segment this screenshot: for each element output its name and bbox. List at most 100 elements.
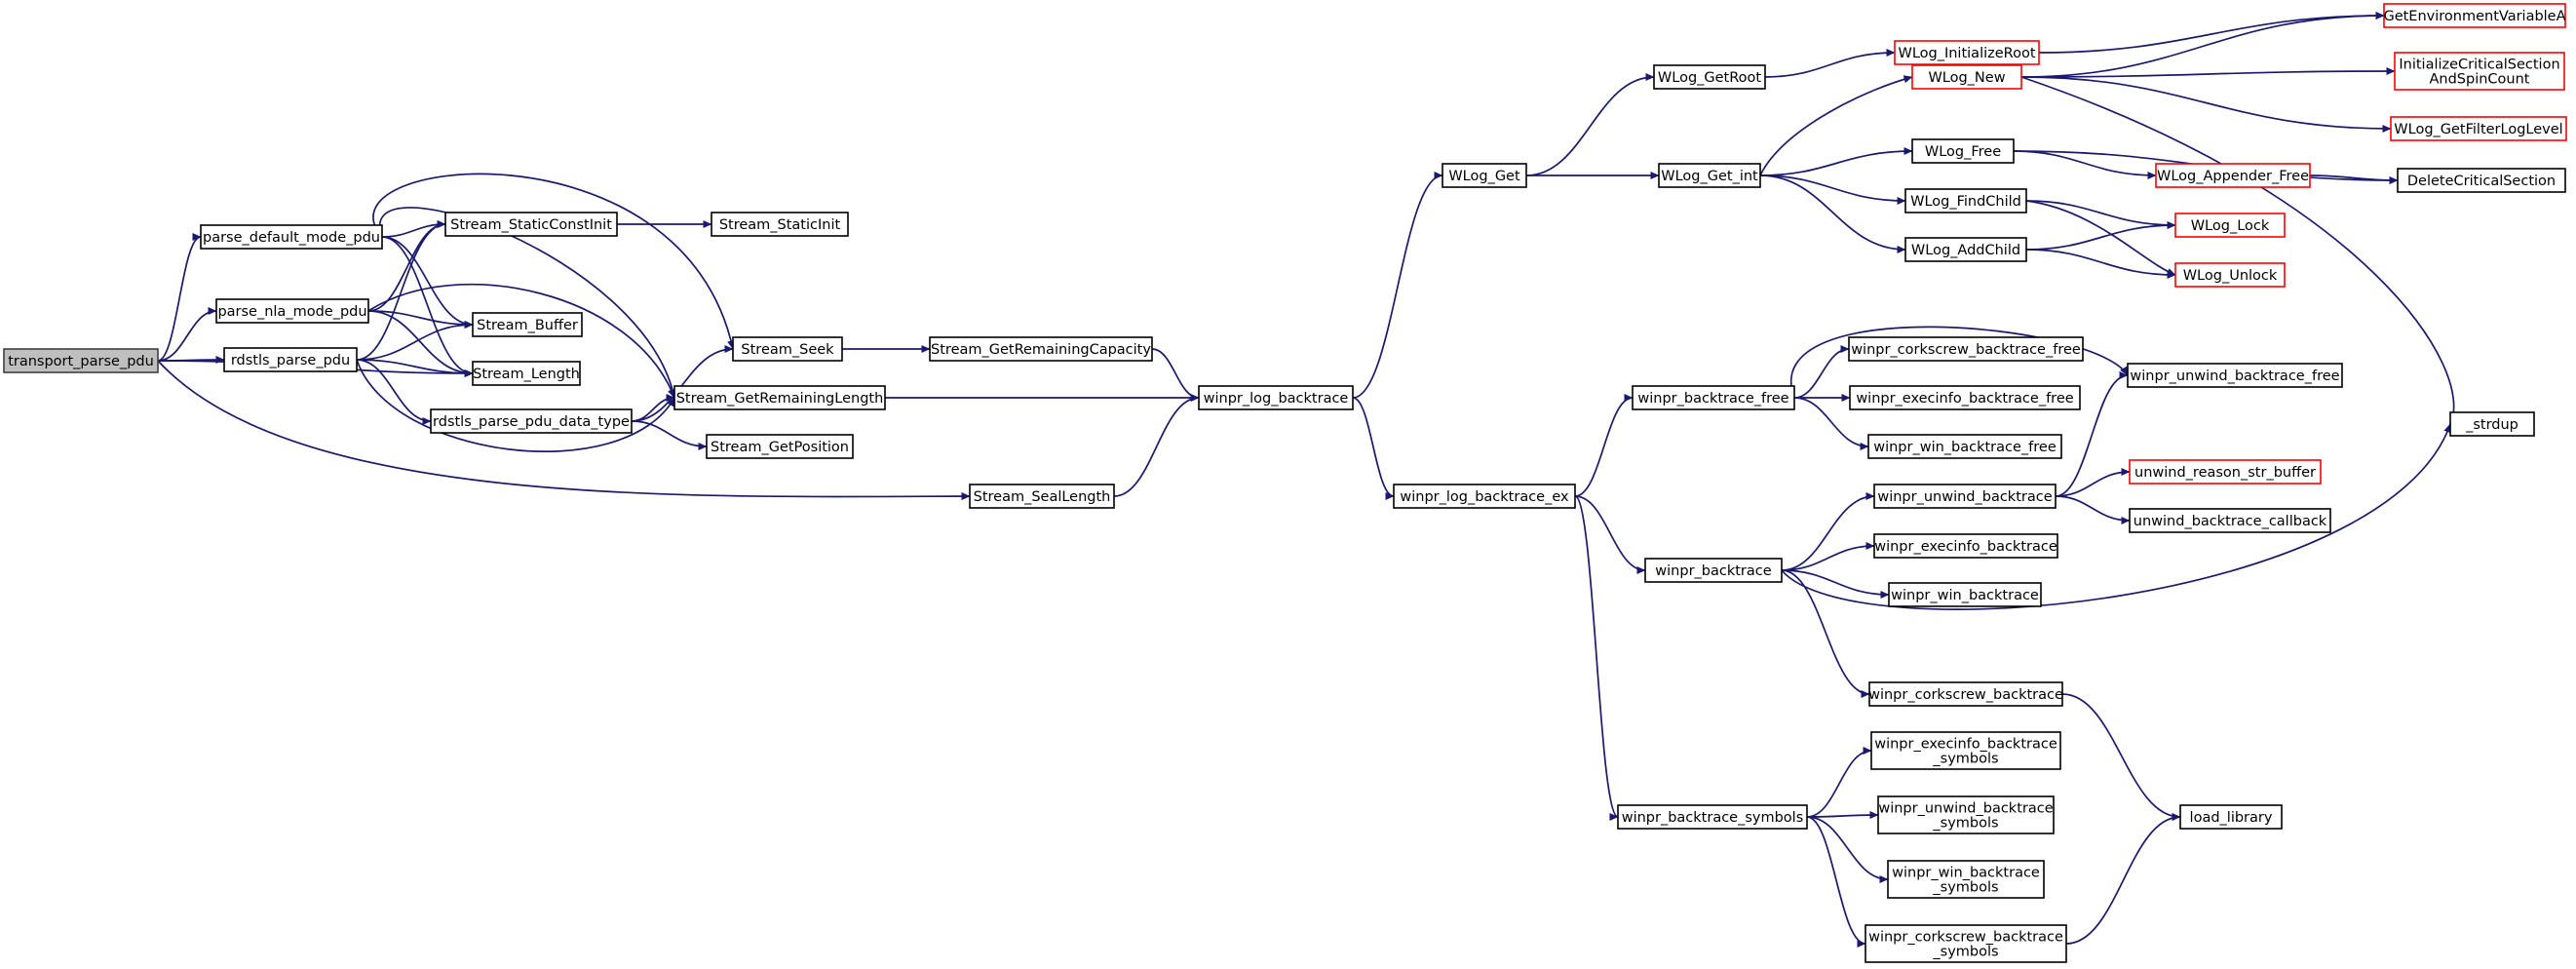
node-winpr-unwind-backtrace-symbols[interactable]: winpr_unwind_backtrace_symbols <box>1877 795 2055 834</box>
node-transport-parse-pdu[interactable]: transport_parse_pdu <box>3 348 159 373</box>
node-box-unwind-reason-str-buffer[interactable] <box>2129 459 2322 484</box>
node-box-stream-get-remaining-length[interactable] <box>673 385 886 410</box>
node-box-winpr-unwind-backtrace[interactable] <box>1873 484 2057 509</box>
node-box-get-environment-variable-a[interactable] <box>2383 3 2566 28</box>
node-wlog-get-root[interactable]: WLog_GetRoot <box>1653 64 1766 90</box>
node-box-winpr-unwind-backtrace-symbols[interactable] <box>1877 795 2055 834</box>
node-load-library[interactable]: load_library <box>2179 804 2283 830</box>
node-stream-length[interactable]: Stream_Length <box>472 361 581 386</box>
node-box-rdstls-parse-pdu[interactable] <box>223 347 358 372</box>
node-box-winpr-win-backtrace[interactable] <box>1888 582 2042 607</box>
node-winpr-backtrace[interactable]: winpr_backtrace <box>1644 558 1783 583</box>
node-box-winpr-corkscrew-backtrace-symbols[interactable] <box>1865 924 2067 963</box>
node-winpr-corkscrew-backtrace-free[interactable]: winpr_corkscrew_backtrace_free <box>1848 336 2084 362</box>
node-box-load-library[interactable] <box>2179 804 2283 830</box>
node-wlog-appender-free[interactable]: WLog_Appender_Free <box>2155 163 2311 188</box>
node-delete-critical-section[interactable]: DeleteCriticalSection <box>2397 168 2566 193</box>
node-box-wlog-get-filter-log-level[interactable] <box>2390 116 2567 141</box>
node-box-wlog-get-int[interactable] <box>1658 163 1761 188</box>
node-stream-get-remaining-length[interactable]: Stream_GetRemainingLength <box>673 385 886 410</box>
node-box-rdstls-parse-pdu-data-type[interactable] <box>430 408 633 434</box>
node-winpr-win-backtrace[interactable]: winpr_win_backtrace <box>1888 582 2042 607</box>
node-box-wlog-unlock[interactable] <box>2174 262 2286 288</box>
node-box-winpr-backtrace-symbols[interactable] <box>1617 804 1808 830</box>
node-box-stream-get-remaining-capacity[interactable] <box>929 336 1153 362</box>
node-box-wlog-get[interactable] <box>1442 163 1527 188</box>
node-stream-get-remaining-capacity[interactable]: Stream_GetRemainingCapacity <box>929 336 1153 362</box>
node-stream-seek[interactable]: Stream_Seek <box>732 336 843 362</box>
node-box-delete-critical-section[interactable] <box>2397 168 2566 193</box>
node-stream-seal-length[interactable]: Stream_SealLength <box>969 484 1115 509</box>
node-get-environment-variable-a[interactable]: GetEnvironmentVariableA <box>2383 3 2566 28</box>
node-box-winpr-backtrace[interactable] <box>1644 558 1783 583</box>
node-box-winpr-log-backtrace-ex[interactable] <box>1393 484 1576 509</box>
node-stream-static-init[interactable]: Stream_StaticInit <box>711 212 849 237</box>
node-box-winpr-backtrace-free[interactable] <box>1632 385 1795 410</box>
node-winpr-log-backtrace-ex[interactable]: winpr_log_backtrace_ex <box>1393 484 1576 509</box>
node-box-wlog-free[interactable] <box>1911 138 2015 164</box>
node-box-winpr-execinfo-backtrace-free[interactable] <box>1849 385 2081 410</box>
node-box-winpr-unwind-backtrace-free[interactable] <box>2127 363 2343 388</box>
node-parse-default-mode-pdu[interactable]: parse_default_mode_pdu <box>200 224 383 250</box>
node-rdstls-parse-pdu[interactable]: rdstls_parse_pdu <box>223 347 358 372</box>
node-box-wlog-lock[interactable] <box>2174 213 2286 238</box>
node-rdstls-parse-pdu-data-type[interactable]: rdstls_parse_pdu_data_type <box>430 408 633 434</box>
node-unwind-reason-str-buffer[interactable]: unwind_reason_str_buffer <box>2129 459 2322 484</box>
node-winpr-unwind-backtrace[interactable]: winpr_unwind_backtrace <box>1873 484 2057 509</box>
node-box-stream-length[interactable] <box>472 361 581 386</box>
node-box-wlog-add-child[interactable] <box>1904 237 2027 262</box>
node-wlog-get-filter-log-level[interactable]: WLog_GetFilterLogLevel <box>2390 116 2567 141</box>
node-box-winpr-corkscrew-backtrace[interactable] <box>1868 681 2063 707</box>
node-box-stream-seek[interactable] <box>732 336 843 362</box>
node-winpr-backtrace-free[interactable]: winpr_backtrace_free <box>1632 385 1795 410</box>
node-box-wlog-appender-free[interactable] <box>2155 163 2311 188</box>
node-wlog-add-child[interactable]: WLog_AddChild <box>1904 237 2027 262</box>
node-box-parse-nla-mode-pdu[interactable] <box>215 298 369 324</box>
node-wlog-find-child[interactable]: WLog_FindChild <box>1904 188 2027 213</box>
node-wlog-initialize-root[interactable]: WLog_InitializeRoot <box>1894 40 2040 65</box>
node-winpr-execinfo-backtrace-symbols[interactable]: winpr_execinfo_backtrace_symbols <box>1870 731 2061 770</box>
node-box-winpr-win-backtrace-free[interactable] <box>1867 434 2062 459</box>
node-box-winpr-corkscrew-backtrace-free[interactable] <box>1848 336 2084 362</box>
node-box-strdup[interactable] <box>2449 411 2535 437</box>
node-box-stream-buffer[interactable] <box>472 312 583 337</box>
node-box-wlog-initialize-root[interactable] <box>1894 40 2040 65</box>
node-box-transport-parse-pdu[interactable] <box>3 348 159 373</box>
node-box-stream-static-init[interactable] <box>711 212 849 237</box>
node-winpr-execinfo-backtrace[interactable]: winpr_execinfo_backtrace <box>1873 533 2058 559</box>
node-wlog-get-int[interactable]: WLog_Get_int <box>1658 163 1761 188</box>
node-winpr-corkscrew-backtrace[interactable]: winpr_corkscrew_backtrace <box>1868 681 2063 707</box>
node-strdup[interactable]: _strdup <box>2449 411 2535 437</box>
node-box-parse-default-mode-pdu[interactable] <box>200 224 383 250</box>
node-box-winpr-execinfo-backtrace-symbols[interactable] <box>1870 731 2061 770</box>
node-stream-buffer[interactable]: Stream_Buffer <box>472 312 583 337</box>
node-box-wlog-get-root[interactable] <box>1653 64 1766 90</box>
node-wlog-new[interactable]: WLog_New <box>1911 64 2022 90</box>
node-winpr-log-backtrace[interactable]: winpr_log_backtrace <box>1198 385 1354 410</box>
node-box-winpr-execinfo-backtrace[interactable] <box>1873 533 2058 559</box>
node-box-wlog-find-child[interactable] <box>1904 188 2027 213</box>
node-wlog-unlock[interactable]: WLog_Unlock <box>2174 262 2286 288</box>
node-box-initialize-critical-section-and-spin-count[interactable] <box>2394 52 2565 91</box>
node-box-winpr-log-backtrace[interactable] <box>1198 385 1354 410</box>
node-box-stream-seal-length[interactable] <box>969 484 1115 509</box>
node-winpr-win-backtrace-symbols[interactable]: winpr_win_backtrace_symbols <box>1887 860 2045 899</box>
node-box-wlog-new[interactable] <box>1911 64 2022 90</box>
node-box-stream-get-position[interactable] <box>706 434 854 459</box>
node-unwind-backtrace-callback[interactable]: unwind_backtrace_callback <box>2129 508 2331 533</box>
node-wlog-free[interactable]: WLog_Free <box>1911 138 2015 164</box>
node-winpr-unwind-backtrace-free[interactable]: winpr_unwind_backtrace_free <box>2127 363 2343 388</box>
node-box-unwind-backtrace-callback[interactable] <box>2129 508 2331 533</box>
node-winpr-win-backtrace-free[interactable]: winpr_win_backtrace_free <box>1867 434 2062 459</box>
node-box-stream-static-const-init[interactable] <box>444 212 618 237</box>
node-wlog-get[interactable]: WLog_Get <box>1442 163 1527 188</box>
node-parse-nla-mode-pdu[interactable]: parse_nla_mode_pdu <box>215 298 369 324</box>
node-winpr-backtrace-symbols[interactable]: winpr_backtrace_symbols <box>1617 804 1808 830</box>
node-stream-get-position[interactable]: Stream_GetPosition <box>706 434 854 459</box>
node-wlog-lock[interactable]: WLog_Lock <box>2174 213 2286 238</box>
node-stream-static-const-init[interactable]: Stream_StaticConstInit <box>444 212 618 237</box>
node-winpr-corkscrew-backtrace-symbols[interactable]: winpr_corkscrew_backtrace_symbols <box>1865 924 2067 963</box>
node-winpr-execinfo-backtrace-free[interactable]: winpr_execinfo_backtrace_free <box>1849 385 2081 410</box>
node-box-winpr-win-backtrace-symbols[interactable] <box>1887 860 2045 899</box>
